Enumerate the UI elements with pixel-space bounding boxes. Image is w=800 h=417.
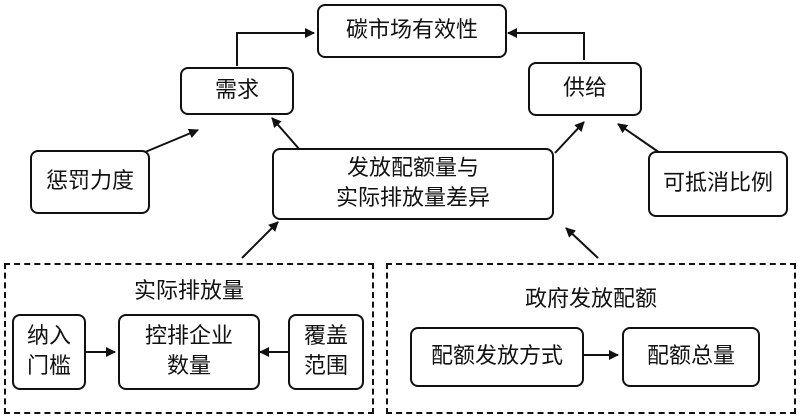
arrow-gap-to-supply xyxy=(554,121,585,154)
node-carbon-market-effectiveness: 碳市场有效性 xyxy=(317,4,507,58)
gap-line-1: 发放配额量与 xyxy=(346,156,479,181)
node-controlled-enterprises: 控排企业 数量 xyxy=(118,314,260,390)
group-government-allocation: 政府发放配额 xyxy=(386,263,796,414)
group-title-actual-emissions: 实际排放量 xyxy=(133,279,244,304)
node-demand: 需求 xyxy=(180,67,294,115)
node-penalty-strength: 惩罚力度 xyxy=(30,150,150,214)
group-actual-emissions: 实际排放量 xyxy=(4,263,374,414)
group-title-government-allocation: 政府发放配额 xyxy=(524,287,657,312)
node-coverage-scope: 覆盖 范围 xyxy=(288,314,364,390)
arrow-allocation-to-gap xyxy=(565,227,599,259)
node-offset-ratio: 可抵消比例 xyxy=(648,151,788,217)
node-total-allowance: 配额总量 xyxy=(622,327,760,387)
arrow-offset-to-supply xyxy=(617,123,661,154)
arrow-gap-to-demand xyxy=(271,117,301,151)
node-inclusion-threshold: 纳入 门槛 xyxy=(12,314,86,390)
arrow-penalty-to-demand xyxy=(137,128,199,156)
gap-line-2: 实际排放量差异 xyxy=(335,186,490,211)
node-supply: 供给 xyxy=(528,62,642,116)
arrow-demand-to-market xyxy=(236,28,315,66)
arrow-emissions-to-gap xyxy=(241,221,279,259)
arrow-supply-to-market xyxy=(507,28,585,60)
node-allocation-emission-gap: 发放配额量与 实际排放量差异 xyxy=(272,148,554,220)
node-allocation-method: 配额发放方式 xyxy=(410,327,584,387)
